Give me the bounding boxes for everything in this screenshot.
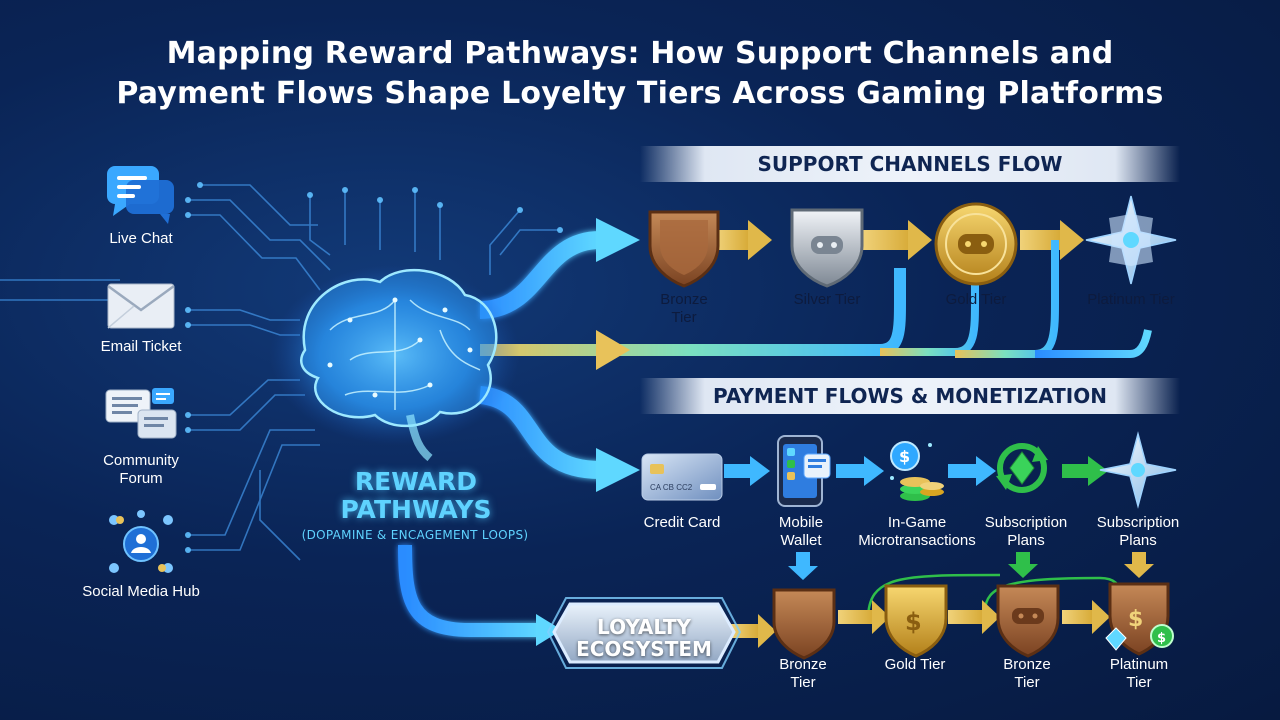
support-flow-banner: SUPPORT CHANNELS FLOW bbox=[640, 146, 1180, 182]
gold-medallion-icon bbox=[934, 202, 1018, 286]
payment-step-microtransactions-label: In-Game Microtransactions bbox=[858, 514, 976, 549]
payment-step-mobile-wallet-label: Mobile Wallet bbox=[778, 514, 824, 549]
platinum-star-icon-2 bbox=[1099, 431, 1177, 509]
silver-shield-icon bbox=[790, 208, 864, 288]
ecosystem-tier-gold-label: Gold Tier bbox=[884, 656, 946, 673]
bronze-shield-icon-2 bbox=[772, 588, 836, 660]
social-network-icon bbox=[109, 510, 173, 573]
support-tier-platinum-label: Platinum Tier bbox=[1087, 291, 1175, 308]
support-tier-silver-label: Silver Tier bbox=[793, 291, 861, 308]
svg-text:$: $ bbox=[1157, 631, 1166, 646]
envelope-icon bbox=[107, 283, 175, 329]
platinum-star-icon bbox=[1085, 195, 1177, 285]
platinum-dollar-shield-icon: $ $ bbox=[1105, 582, 1174, 656]
payment-flow-banner: PAYMENT FLOWS & MONETIZATION bbox=[640, 378, 1180, 414]
ecosystem-tier-platinum-label: Platinum Tier bbox=[1109, 656, 1169, 691]
loyalty-ecosystem-label: LOYALTY ECOSYSTEM bbox=[576, 615, 712, 661]
gold-dollar-shield-icon: $ bbox=[884, 584, 948, 658]
coins-icon: $ bbox=[890, 441, 944, 501]
forum-icon bbox=[105, 388, 177, 439]
ecosystem-tier-bronze-label: Bronze Tier bbox=[779, 656, 827, 691]
subscription-icon bbox=[996, 443, 1048, 493]
diagram-title: Mapping Reward Pathways: How Support Cha… bbox=[0, 34, 1280, 114]
title-line-1: Mapping Reward Pathways: How Support Cha… bbox=[166, 36, 1114, 71]
ecosystem-tier-bronze-label-2: Bronze Tier bbox=[1003, 656, 1051, 691]
payment-step-subscription-label: Subscription Plans bbox=[984, 514, 1068, 549]
support-tier-bronze-label: Bronze Tier bbox=[660, 291, 708, 326]
mobile-wallet-icon bbox=[777, 435, 831, 507]
support-tier-gold-label: Gold Tier bbox=[945, 291, 1007, 308]
reward-pathways-subtitle: (DOPAMINE & ENCAGEMENT LOOPS) bbox=[301, 528, 529, 542]
svg-text:$: $ bbox=[1128, 607, 1143, 632]
svg-text:$: $ bbox=[905, 608, 922, 636]
circuit-lines bbox=[0, 184, 560, 561]
channel-label-email-ticket: Email Ticket bbox=[100, 338, 182, 355]
credit-card-icon: CA CB CC2 bbox=[641, 453, 723, 501]
loyalty-ecosystem-badge bbox=[546, 597, 742, 669]
bronze-gamepad-shield-icon bbox=[996, 584, 1060, 658]
channel-label-live-chat: Live Chat bbox=[109, 230, 173, 247]
payment-step-subscription-label-2: Subscription Plans bbox=[1096, 514, 1180, 549]
channel-label-community-forum: Community Forum bbox=[103, 452, 179, 487]
bronze-shield-icon bbox=[648, 210, 720, 288]
payment-step-credit-card-label: Credit Card bbox=[643, 514, 721, 531]
card-number-text: CA CB CC2 bbox=[650, 483, 693, 492]
title-line-2: Payment Flows Shape Loyelty Tiers Across… bbox=[116, 76, 1164, 111]
svg-text:$: $ bbox=[899, 447, 910, 466]
channel-label-social-media-hub: Social Media Hub bbox=[82, 583, 200, 600]
reward-pathways-title: REWARD PATHWAYS bbox=[340, 467, 492, 524]
chat-bubbles-icon bbox=[107, 166, 174, 224]
brain-icon bbox=[270, 265, 520, 462]
